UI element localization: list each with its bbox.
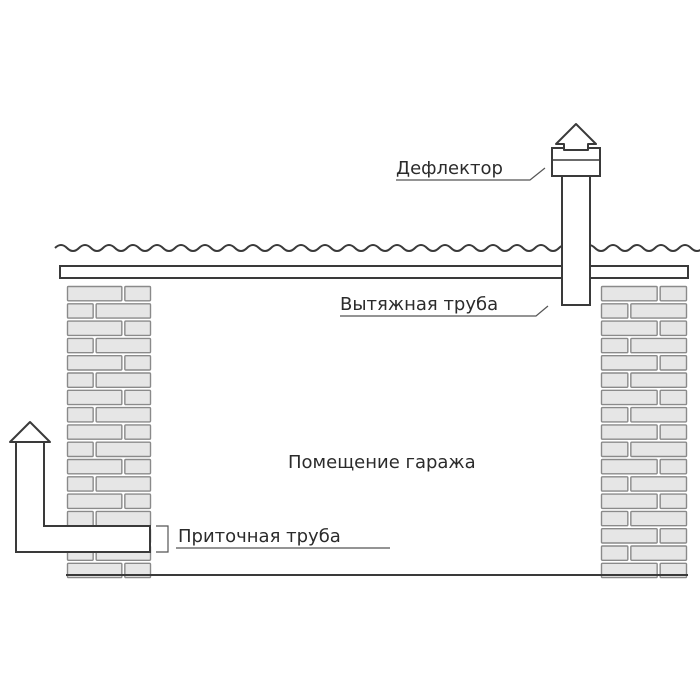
brick xyxy=(66,458,123,475)
brick xyxy=(95,303,152,319)
brick xyxy=(95,476,152,492)
garage-room-label: Помещение гаража xyxy=(288,452,476,473)
brick xyxy=(66,476,94,492)
brick xyxy=(600,285,658,302)
brick xyxy=(630,337,688,354)
brick xyxy=(66,424,123,440)
brick xyxy=(600,320,658,337)
brick xyxy=(66,372,94,389)
brick xyxy=(659,493,688,510)
brick xyxy=(66,320,123,337)
deflector-label: Дефлектор xyxy=(396,158,503,179)
brick xyxy=(600,545,629,562)
roof-corrugated-sheet xyxy=(54,244,700,252)
brick xyxy=(95,372,152,389)
brick xyxy=(630,406,688,423)
brick xyxy=(124,493,152,510)
deflector xyxy=(551,147,601,177)
brick xyxy=(66,441,94,458)
brick xyxy=(659,424,688,440)
brick xyxy=(124,458,152,475)
exhaust-pipe xyxy=(561,154,591,306)
brick xyxy=(659,458,688,475)
brick xyxy=(95,441,152,458)
brick xyxy=(124,355,152,371)
right-brick-wall xyxy=(600,285,688,579)
brick xyxy=(600,510,629,527)
brick xyxy=(600,476,629,492)
brick xyxy=(95,406,152,423)
brick xyxy=(630,441,688,458)
brick xyxy=(630,303,688,319)
exhaust-pipe-label: Вытяжная труба xyxy=(340,294,498,315)
brick xyxy=(66,510,94,527)
brick xyxy=(659,320,688,337)
brick xyxy=(659,285,688,302)
brick xyxy=(600,528,658,544)
brick xyxy=(66,493,123,510)
brick xyxy=(600,389,658,406)
brick xyxy=(66,337,94,354)
brick xyxy=(600,337,629,354)
supply-pipe xyxy=(15,442,151,553)
brick xyxy=(66,389,123,406)
brick xyxy=(66,285,123,302)
brick xyxy=(630,545,688,562)
brick xyxy=(600,493,658,510)
up-arrow-icon xyxy=(9,421,51,443)
supply-pipe-leader-line xyxy=(156,525,169,553)
brick xyxy=(659,355,688,371)
brick xyxy=(95,510,152,527)
brick xyxy=(630,510,688,527)
brick xyxy=(66,303,94,319)
brick xyxy=(600,355,658,371)
brick xyxy=(95,337,152,354)
ceiling-slab xyxy=(59,265,689,279)
brick xyxy=(600,424,658,440)
up-arrow-icon xyxy=(555,123,597,151)
brick xyxy=(600,458,658,475)
exhaust-pipe-leader-line xyxy=(340,305,549,317)
brick xyxy=(659,528,688,544)
brick xyxy=(124,285,152,302)
brick xyxy=(124,424,152,440)
supply-pipe-label: Приточная труба xyxy=(178,526,341,547)
brick xyxy=(600,441,629,458)
brick xyxy=(600,303,629,319)
brick xyxy=(66,355,123,371)
brick xyxy=(659,389,688,406)
brick xyxy=(124,320,152,337)
brick xyxy=(600,406,629,423)
brick xyxy=(600,372,629,389)
brick xyxy=(630,372,688,389)
deflector-leader-line xyxy=(396,167,546,181)
brick xyxy=(124,389,152,406)
brick xyxy=(66,406,94,423)
brick xyxy=(630,476,688,492)
